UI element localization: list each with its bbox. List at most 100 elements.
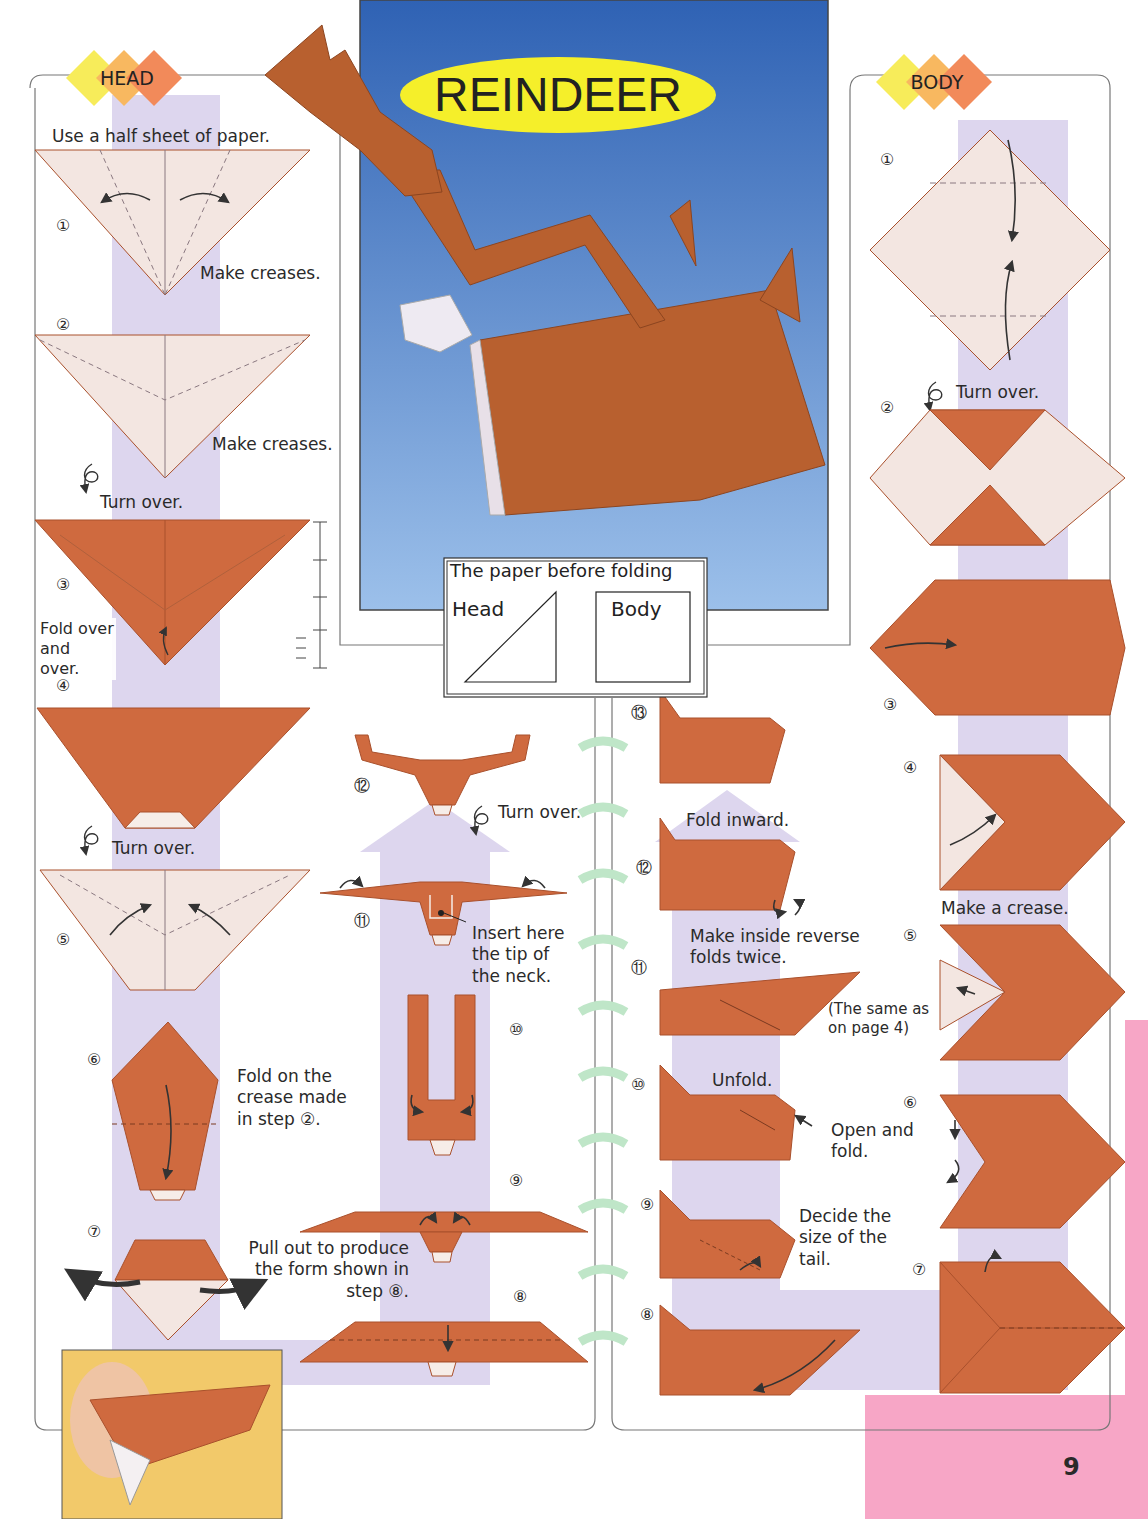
step-number: ⑩: [509, 1020, 523, 1040]
crease-line: [165, 870, 166, 990]
crease-line: [60, 875, 290, 935]
fold-arrow: [795, 900, 800, 915]
fold-figure: [870, 410, 1125, 545]
fold-figure: [870, 580, 1125, 715]
page-number: 9: [1063, 1452, 1080, 1482]
fold-figure: [125, 812, 195, 828]
page-title: REINDEER: [434, 65, 682, 125]
fold-arrow: [110, 905, 150, 935]
fold-arrow: [411, 1095, 422, 1112]
pink-band: [1125, 1020, 1148, 1420]
fold-figure: [420, 1232, 462, 1252]
fold-arrow: [958, 988, 975, 994]
fold-figure: [115, 1240, 228, 1280]
reindeer-ear: [670, 200, 696, 266]
fold-figure: [35, 335, 310, 478]
fold-arrow: [190, 905, 230, 935]
fold-figure: [432, 805, 452, 815]
step-number: ⑨: [509, 1171, 523, 1191]
crease-line: [40, 340, 305, 400]
instruction-text: Make inside reverse folds twice.: [690, 926, 890, 969]
instruction-text: Turn over.: [112, 838, 195, 859]
pink-band: [865, 1395, 1148, 1519]
fold-arrow: [462, 1095, 473, 1112]
step-number: ①: [880, 150, 894, 170]
section-badge: BODY: [872, 52, 1002, 112]
fold-arrow: [1005, 262, 1012, 360]
guide-arrow: [655, 790, 800, 842]
crease-line: [60, 535, 285, 610]
fold-arrow: [70, 1272, 140, 1284]
fold-arrow: [163, 628, 168, 655]
crease-line: [940, 1262, 1125, 1393]
step-number: ⑪: [631, 958, 647, 978]
fold-figure: [40, 870, 310, 990]
step-number: ⑫: [636, 858, 652, 878]
box-border: [447, 561, 704, 694]
fold-figure: [112, 1022, 218, 1190]
fold-figure: [660, 818, 795, 910]
fold-figure: [300, 1212, 588, 1232]
fold-arrow: [885, 643, 955, 648]
instruction-text: Fold over and over.: [38, 618, 116, 680]
section-label: BODY: [911, 71, 964, 93]
section-badge: HEAD: [62, 48, 192, 108]
instruction-text: Fold inward.: [686, 810, 789, 831]
hand-photo: [62, 1350, 282, 1519]
instruction-text: Decide the size of the tail.: [799, 1206, 917, 1270]
fold-figure: [940, 1095, 1125, 1228]
fold-figure: [930, 410, 1045, 470]
fold-figure: [660, 1065, 795, 1160]
photo-frame: [360, 0, 828, 610]
step-number: ⑧: [513, 1287, 527, 1307]
step-number: ⑦: [87, 1222, 101, 1242]
fold-arrow: [180, 193, 228, 202]
fold-figure: [660, 1190, 795, 1278]
binder-arc: [580, 1269, 626, 1276]
instruction-text: Pull out to produce the form shown in st…: [234, 1238, 409, 1302]
reindeer-muzzle: [400, 295, 472, 352]
binder-arc: [580, 1335, 626, 1342]
fold-arrow: [454, 1217, 470, 1225]
step-number: ⑨: [640, 1195, 654, 1215]
instruction-text: Use a half sheet of paper.: [52, 126, 270, 147]
crease-line: [740, 1110, 775, 1130]
binder-arc: [580, 939, 626, 946]
fold-figure: [660, 1305, 860, 1395]
step-number: ⑦: [912, 1260, 926, 1280]
crease-line: [1000, 1328, 1125, 1329]
fold-arrow: [200, 1282, 262, 1291]
step-number: ③: [56, 575, 70, 595]
fold-figure: [428, 1362, 456, 1376]
box-text: The paper before folding: [450, 560, 673, 581]
fold-arrow: [420, 1217, 436, 1225]
step-number: ②: [880, 398, 894, 418]
crease-line: [700, 1240, 760, 1270]
crease-line: [165, 335, 166, 478]
fold-arrow: [475, 806, 488, 834]
fold-figure: [355, 735, 530, 805]
fold-arrow: [85, 826, 98, 854]
crease-line: [165, 150, 166, 295]
insert-dot: [438, 910, 444, 916]
instruction-text: Make creases.: [200, 263, 321, 284]
fold-arrow: [929, 382, 942, 410]
instruction-text: Make creases.: [212, 434, 333, 455]
leader-line: [444, 913, 466, 922]
fold-arrow: [740, 1263, 760, 1270]
fold-figure: [432, 935, 452, 945]
crease-line: [720, 1000, 780, 1030]
fold-arrow: [340, 880, 362, 888]
binder-arc: [580, 1071, 626, 1078]
instruction-text: (The same as on page 4): [828, 1000, 936, 1038]
fold-arrow: [985, 1257, 1000, 1272]
binder-arc: [580, 807, 626, 814]
fold-figure: [870, 130, 1110, 370]
instruction-text: Open and fold.: [831, 1120, 926, 1163]
fold-arrow: [166, 1085, 171, 1178]
crease-line: [330, 1340, 560, 1341]
step-number: ⑩: [631, 1075, 645, 1095]
fold-arrow: [948, 1160, 959, 1182]
step-number: ④: [903, 758, 917, 778]
fold-figure: [940, 925, 1125, 1060]
